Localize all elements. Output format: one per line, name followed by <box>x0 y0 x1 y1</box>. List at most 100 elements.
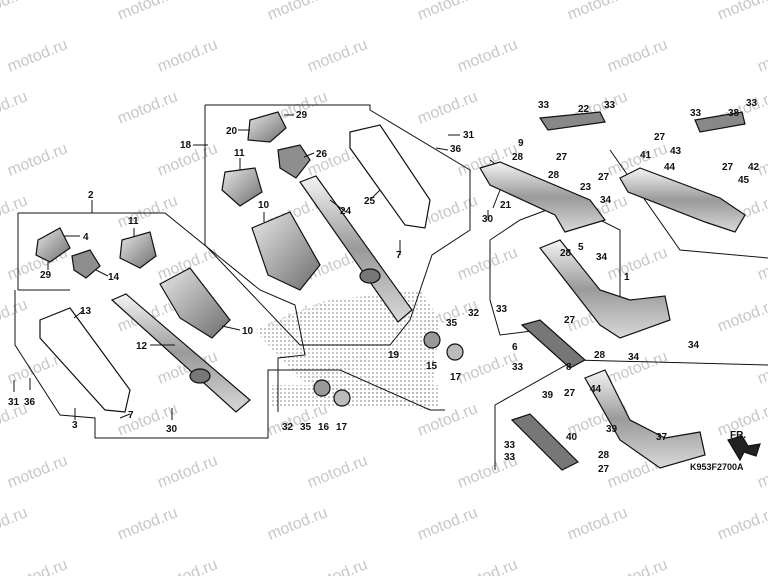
callout-39: 39 <box>606 424 618 435</box>
brand-emblem-graphic <box>255 290 440 410</box>
callout-17: 17 <box>336 422 348 433</box>
callout-45: 45 <box>738 175 750 186</box>
callout-10: 10 <box>242 326 254 337</box>
leader-lines <box>13 114 501 420</box>
watermark-text: motod.ru <box>5 452 70 491</box>
watermark-text: motod.ru <box>0 0 30 24</box>
callout-27: 27 <box>556 152 568 163</box>
watermark-text: motod.ru <box>305 36 370 75</box>
watermark-text: motod.ru <box>715 504 768 543</box>
callout-33: 33 <box>512 362 524 373</box>
callout-33: 33 <box>604 100 616 111</box>
callout-31: 31 <box>8 397 20 408</box>
watermark-text: motod.ru <box>0 88 30 127</box>
watermark-text: motod.ru <box>305 452 370 491</box>
callout-32: 32 <box>282 422 294 433</box>
callout-43: 43 <box>670 146 682 157</box>
callout-35: 35 <box>446 318 458 329</box>
watermark-text: motod.ru <box>5 556 70 576</box>
watermark-text: motod.ru <box>455 556 520 576</box>
callout-28: 28 <box>594 350 606 361</box>
callout-28: 28 <box>548 170 560 181</box>
callout-10: 10 <box>258 200 270 211</box>
callout-30: 30 <box>482 214 494 225</box>
callout-44: 44 <box>664 162 676 173</box>
callout-1: 1 <box>624 272 630 283</box>
callout-30: 30 <box>166 424 178 435</box>
watermark-text: motod.ru <box>755 244 768 283</box>
callout-27: 27 <box>722 162 734 173</box>
callout-29: 29 <box>40 270 52 281</box>
callout-34: 34 <box>600 195 612 206</box>
watermark-text: motod.ru <box>0 192 30 231</box>
callout-33: 33 <box>690 108 702 119</box>
callout-14: 14 <box>108 272 120 283</box>
callout-35: 35 <box>300 422 312 433</box>
watermark-text: motod.ru <box>755 452 768 491</box>
watermark-text: motod.ru <box>265 0 330 24</box>
callout-40: 40 <box>566 432 578 443</box>
watermark-text: motod.ru <box>755 36 768 75</box>
callout-24: 24 <box>340 206 352 217</box>
callout-21: 21 <box>500 200 512 211</box>
watermark-text: motod.ru <box>305 556 370 576</box>
callout-13: 13 <box>80 306 92 317</box>
callout-2: 2 <box>88 190 94 201</box>
callout-11: 11 <box>128 216 139 227</box>
callout-42: 42 <box>748 162 760 173</box>
watermark-text: motod.ru <box>605 556 670 576</box>
callout-37: 37 <box>656 432 668 443</box>
callout-16: 16 <box>318 422 330 433</box>
callout-23: 23 <box>580 182 592 193</box>
callout-34: 34 <box>628 352 640 363</box>
watermark-text: motod.ru <box>455 36 520 75</box>
callout-17: 17 <box>450 372 462 383</box>
callout-7: 7 <box>396 250 402 261</box>
callout-5: 5 <box>578 242 584 253</box>
watermark-text: motod.ru <box>715 0 768 24</box>
callout-33: 33 <box>746 98 758 109</box>
watermark-text: motod.ru <box>605 244 670 283</box>
watermark-text: motod.ru <box>415 0 480 24</box>
callout-4: 4 <box>83 232 89 243</box>
parts-drawings <box>35 111 761 471</box>
callout-28: 28 <box>598 450 610 461</box>
watermark-text: motod.ru <box>115 192 180 231</box>
callout-28: 28 <box>560 248 572 259</box>
callout-33: 33 <box>496 304 508 315</box>
watermark-text: motod.ru <box>115 88 180 127</box>
watermark-text: motod.ru <box>0 504 30 543</box>
watermark-text: motod.ru <box>755 556 768 576</box>
callout-7: 7 <box>128 410 134 421</box>
watermark-text: motod.ru <box>415 88 480 127</box>
callout-11: 11 <box>234 148 245 159</box>
callout-34: 34 <box>596 252 608 263</box>
callout-19: 19 <box>388 350 400 361</box>
callout-20: 20 <box>226 126 238 137</box>
watermark-text: motod.ru <box>5 140 70 179</box>
callout-33: 33 <box>538 100 550 111</box>
callout-27: 27 <box>564 315 576 326</box>
callout-33: 33 <box>504 452 516 463</box>
callout-31: 31 <box>463 130 475 141</box>
front-direction-label: FR. <box>730 430 746 441</box>
callout-39: 39 <box>542 390 554 401</box>
watermark-text: motod.ru <box>715 296 768 335</box>
watermark-text: motod.ru <box>455 348 520 387</box>
callout-44: 44 <box>590 384 602 395</box>
callout-27: 27 <box>654 132 666 143</box>
callout-15: 15 <box>426 361 438 372</box>
watermark-text: motod.ru <box>155 452 220 491</box>
watermark-text: motod.ru <box>605 36 670 75</box>
callout-32: 32 <box>468 308 480 319</box>
watermark-text: motod.ru <box>565 504 630 543</box>
callout-28: 28 <box>512 152 524 163</box>
callout-22: 22 <box>578 104 590 115</box>
callout-34: 34 <box>688 340 700 351</box>
callout-9: 9 <box>518 138 524 149</box>
callout-36: 36 <box>450 144 462 155</box>
watermark-text: motod.ru <box>755 140 768 179</box>
